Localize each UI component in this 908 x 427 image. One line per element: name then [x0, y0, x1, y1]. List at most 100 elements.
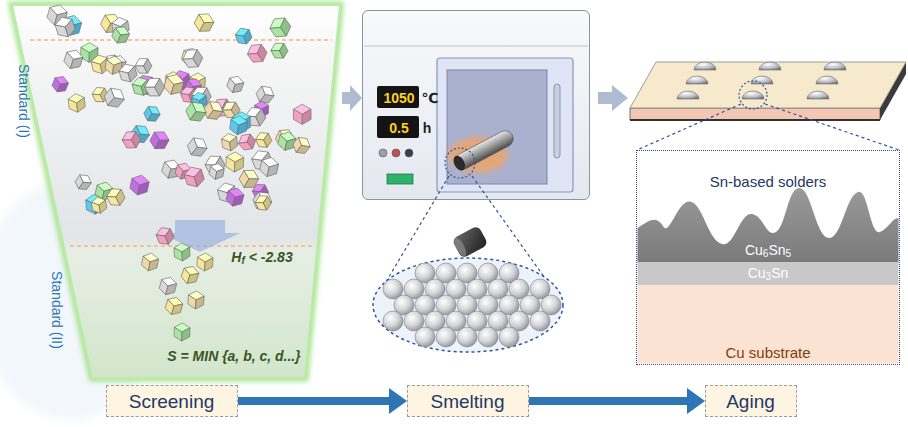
layer-label: Cu substrate [725, 345, 810, 360]
solder-dome [686, 76, 708, 84]
process-arrow [342, 92, 362, 104]
unit-label: h [423, 121, 432, 135]
solder-sphere [436, 327, 456, 347]
text-run: Standard (I) [16, 64, 32, 138]
solder-sphere [457, 263, 477, 283]
cube-face [160, 162, 173, 178]
candidate-cube [142, 74, 167, 100]
cube-face [273, 131, 287, 147]
cu3sn-layer [638, 262, 899, 285]
criterion-formula: S = MIN {a, b, c, d...} [167, 349, 300, 363]
cube-face [213, 156, 228, 173]
cube-face [91, 60, 102, 76]
candidate-cubes [46, 2, 313, 341]
cube-face [192, 97, 201, 111]
text-run: ℃ [422, 90, 439, 106]
furnace-panel-line [364, 46, 588, 47]
cube-face [86, 199, 96, 214]
cube-face [180, 50, 191, 65]
cube-face [111, 54, 127, 66]
candidate-cube [129, 173, 150, 196]
tube-opening [451, 154, 467, 173]
candidate-cube [162, 72, 185, 97]
cube-face [257, 197, 272, 213]
cube-face [236, 131, 253, 147]
copper-substrate [638, 285, 899, 364]
cube-face [187, 88, 198, 102]
cube-face [234, 157, 243, 172]
layer-label: Cu6Sn5 [745, 243, 791, 260]
cube-face [254, 44, 269, 61]
cube-face [188, 290, 204, 300]
candidate-cube [62, 47, 84, 71]
cube-face [166, 295, 184, 308]
cube-face [205, 258, 213, 272]
stage-label-box: Smelting [407, 385, 529, 417]
candidate-cube [91, 196, 108, 215]
solder-dome [677, 91, 699, 99]
text-run: Sn-based solders [710, 173, 827, 190]
cube-face [55, 22, 68, 39]
filter-arrow [160, 220, 240, 252]
text-run: Cu [745, 242, 763, 258]
candidate-cube [102, 52, 123, 73]
candidate-cube [180, 46, 200, 68]
candidate-cube [191, 91, 208, 110]
process-arrow [598, 85, 628, 111]
candidate-cube [192, 10, 216, 35]
candidate-cube [245, 40, 270, 66]
cube-face [285, 137, 296, 153]
candidate-cube [237, 166, 261, 191]
candidate-cube [254, 101, 268, 117]
cube-face [171, 80, 184, 97]
cube-face [141, 59, 153, 73]
candidate-cube [85, 194, 104, 215]
zoom-circle [445, 148, 475, 178]
cube-face [191, 91, 207, 101]
text-run: 0.5 [389, 120, 408, 136]
cross-section-panel: Sn-based soldersCu6Sn5Cu3SnCu substrate [636, 150, 900, 365]
cube-face [190, 83, 201, 97]
cube-face [277, 126, 296, 142]
cube-face [68, 98, 77, 113]
cube-face [106, 55, 123, 66]
cube-face [259, 83, 277, 100]
text-run: h [423, 120, 432, 136]
candidate-cube [234, 26, 254, 47]
cube-face [192, 92, 206, 109]
candidate-cube [73, 172, 94, 193]
solder-sphere [383, 311, 403, 331]
cube-face [188, 53, 199, 68]
candidate-cube [201, 98, 226, 124]
zoom-ellipse [373, 258, 563, 352]
solder-sphere [499, 295, 519, 315]
cube-face [183, 264, 201, 278]
cube-face [261, 105, 268, 117]
cube-face [174, 327, 182, 341]
cube-face [244, 134, 258, 149]
cube-face [127, 66, 139, 82]
cube-face [243, 104, 263, 121]
cube-face [131, 75, 149, 89]
cube-face [186, 76, 203, 89]
cube-face [180, 268, 192, 283]
display-screen [377, 86, 419, 108]
cube-face [174, 165, 185, 179]
cube-face [90, 53, 108, 66]
furnace-detail [364, 46, 588, 192]
cube-face [105, 185, 123, 200]
zoom-line [765, 104, 899, 150]
cube-face [163, 229, 175, 244]
cube-face [163, 157, 182, 172]
cube-face [183, 80, 194, 94]
cu6sn5-scallops [638, 188, 899, 262]
cube-face [144, 77, 158, 95]
cube-face [261, 196, 273, 210]
ingot-body [452, 225, 489, 259]
candidate-cube [236, 131, 258, 154]
solder-sphere [478, 263, 498, 283]
candidate-cube [269, 40, 290, 62]
candidate-cube [141, 252, 160, 273]
cube-face [270, 23, 286, 41]
